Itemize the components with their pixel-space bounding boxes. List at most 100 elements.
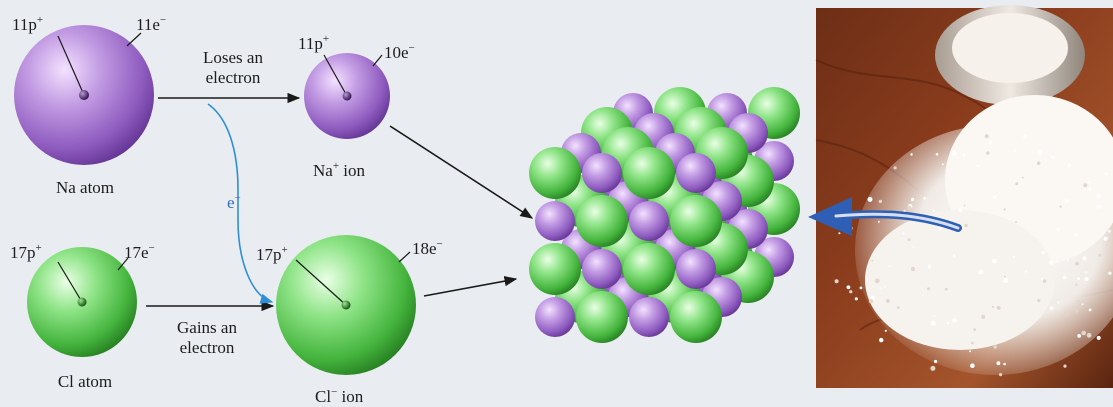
salt-grain [871,260,873,262]
chloride-ion-sphere [623,243,675,295]
salt-grain [1085,271,1087,273]
na-atom-protons-label: 11p+ [12,16,43,33]
salt-grain [1003,363,1006,366]
salt-grain [933,210,935,212]
salt-grain [952,318,957,323]
salt-grain [878,221,880,223]
sodium-ion-sphere [629,297,669,337]
salt-grain [1056,260,1059,263]
salt-grain [947,322,949,324]
na-ion-electrons-label: 10e− [384,44,415,61]
salt-grain [1105,173,1108,176]
salt-grain [1041,278,1043,280]
salt-grain [1104,237,1108,241]
salt-grain [953,255,956,258]
chloride-ion-sphere [576,195,628,247]
salt-grain [894,166,897,169]
na-ion-protons-label: 11p+ [298,35,329,52]
salt-grain [977,165,979,167]
salt-grain [1075,233,1078,236]
na-ion-name: Na+ ion [313,162,365,179]
salt-grain [868,197,873,202]
salt-grain [1050,306,1053,309]
na-ion [304,53,390,139]
salt-grain [908,238,911,241]
salt-grain [1097,205,1101,209]
salt-grain [1064,311,1069,316]
cl-ion-electrons-label: 18e− [412,240,443,257]
salt-grain [1067,163,1071,167]
chloride-ion-sphere [670,291,722,343]
salt-grain [910,153,912,155]
sodium-ion-sphere [535,201,575,241]
cl-ion-name: Cl− ion [315,388,363,405]
na-atom [14,25,154,165]
salt-grain [1015,221,1017,223]
cl-atom-protons-label: 17p+ [10,244,42,261]
salt-grain [1058,302,1060,304]
salt-grain [1088,187,1091,190]
chloride-ion-sphere [529,243,581,295]
salt-grain [1089,309,1092,312]
salt-grain [1097,336,1101,340]
salt-grain [1003,278,1008,283]
salt-grain [964,224,967,227]
chloride-ion-sphere [529,147,581,199]
salt-grain [936,153,939,156]
salt-grain [1023,135,1027,139]
salt-grain [1057,228,1060,231]
salt-photo [808,5,1113,388]
nacl-crystal-lattice [529,87,800,343]
sodium-ion-sphere [535,297,575,337]
cl-ion-nucleus [342,301,351,310]
chloride-ion-sphere [623,147,675,199]
salt-grain [993,196,996,199]
salt-grain [1051,156,1054,159]
salt-grain [884,286,886,288]
salt-grain [960,207,962,209]
salt-grain [902,233,904,235]
salt-grain [922,295,924,297]
salt-grain [1087,333,1092,338]
salt-grain [963,154,966,157]
na-ion-to-crystal-arrow [390,126,532,218]
electron-label: e− [227,194,241,211]
cl-atom [27,247,137,357]
salt-grain [835,279,839,283]
salt-grain [1037,161,1041,165]
salt-grain [1075,309,1078,312]
salt-grain [1096,194,1101,199]
salt-grain [1013,150,1015,152]
salt-grain [889,266,891,268]
salt-grain [1085,277,1089,281]
salt-grain [992,259,997,264]
salt-grain [992,306,994,308]
salt-grain [1063,276,1066,279]
salt-grain [930,366,935,371]
salt-grain [978,270,983,275]
salt-grain [928,265,931,268]
salt-grain [999,373,1002,376]
chloride-ion-sphere [576,291,628,343]
salt-grain [914,204,916,206]
salt-grain [934,360,937,363]
salt-grain [964,205,966,207]
sodium-ion-sphere [676,249,716,289]
sodium-ion-sphere [676,153,716,193]
salt-grain [838,232,840,234]
salt-grain [989,141,992,144]
salt-grain [993,345,997,349]
salt-grain [847,285,851,289]
salt-grain [1075,262,1079,266]
salt-grain [1015,182,1018,185]
salt-grain [1004,276,1006,278]
salt-grain [869,299,873,303]
salt-grain [1082,303,1084,305]
na-atom-nucleus [79,90,89,100]
salt-grain [1063,365,1066,368]
salt-grain [1067,259,1069,261]
na-atom-electrons-label: 11e− [136,16,166,33]
cl-ion-protons-label: 17p+ [256,246,288,263]
salt-grain [931,321,936,326]
salt-grain [1042,251,1045,254]
